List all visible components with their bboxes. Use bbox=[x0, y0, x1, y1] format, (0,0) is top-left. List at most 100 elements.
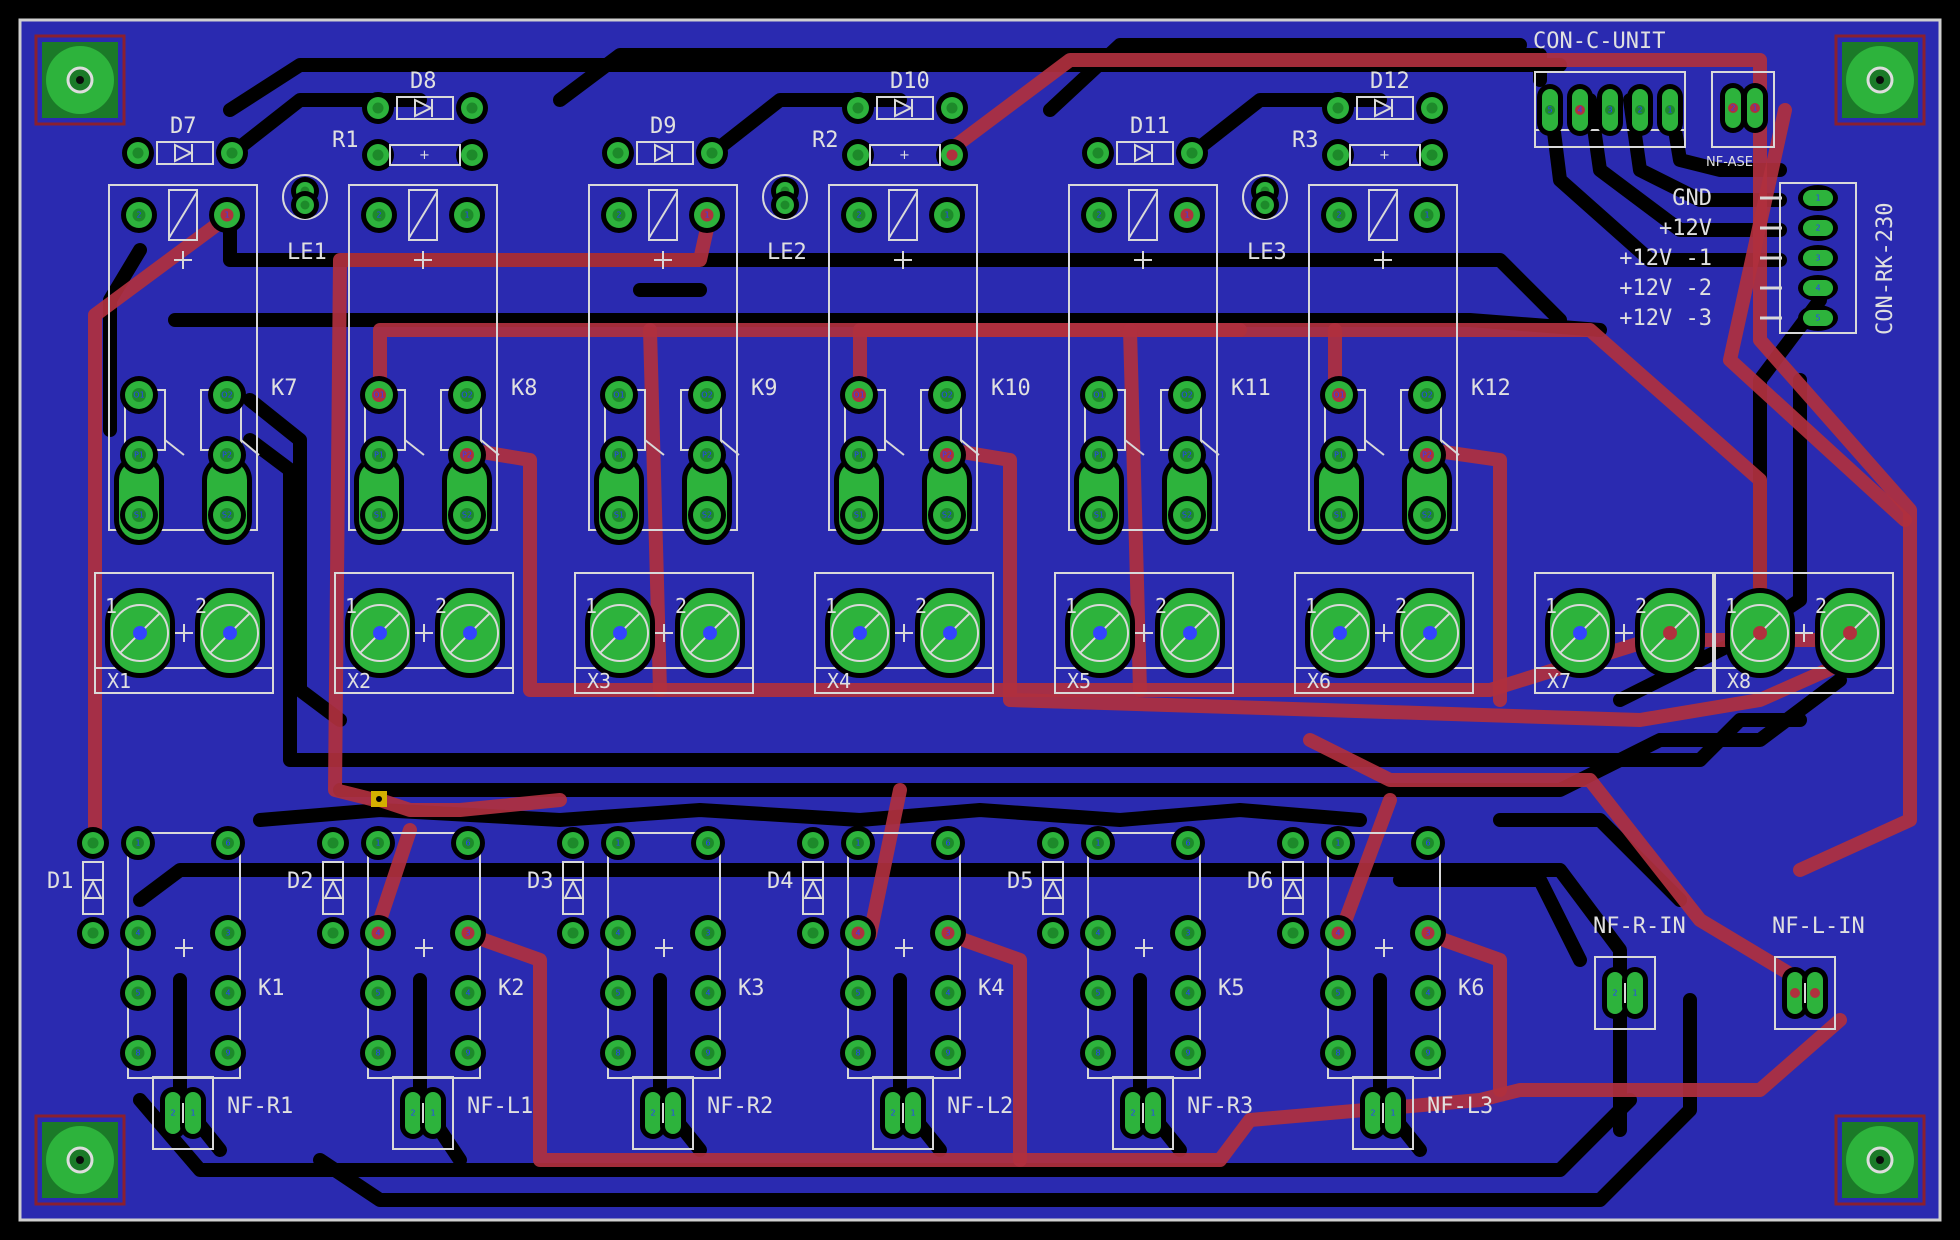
relay-bottom-pin-6-1-label: 6 bbox=[465, 839, 470, 848]
terminal-drill-3-1 bbox=[943, 626, 957, 640]
relay-top-label-0: K7 bbox=[271, 376, 298, 401]
relay-top-coil-pin-1-2-drill bbox=[700, 208, 714, 222]
relay-bottom-pin-1-3-label: 1 bbox=[855, 839, 860, 848]
connector-bottom-3-outline bbox=[872, 1076, 934, 1150]
relay-bottom-pin-1-4-label: 1 bbox=[1095, 839, 1100, 848]
relay-bottom-pin-9-1-drill bbox=[461, 1046, 475, 1060]
connector-bottom-1-pin-a: 2 bbox=[410, 1109, 415, 1118]
relay-bottom-pin-3-2-label: 3 bbox=[705, 929, 710, 938]
diode-top-label-1: D8 bbox=[410, 69, 437, 94]
nf-ase-pin-0: 2 bbox=[1730, 104, 1735, 113]
terminal-screw-6-0 bbox=[1551, 604, 1609, 662]
relay-top-pin-o1-1-label: O1 bbox=[373, 391, 384, 400]
terminal-pin-label-0-0: 1 bbox=[105, 594, 117, 618]
diode-top-pad-a-2-drill bbox=[612, 147, 624, 159]
diode-bottom-label-1: D2 bbox=[287, 869, 314, 894]
terminal-pin-label-1-1: 2 bbox=[435, 594, 447, 618]
terminal-pin-label-2-1: 2 bbox=[675, 594, 687, 618]
terminal-drill-7-0 bbox=[1753, 626, 1767, 640]
relay-top-pin-o2-2-label: O2 bbox=[701, 391, 712, 400]
terminal-outline-1 bbox=[334, 572, 514, 694]
led-label-2: LE3 bbox=[1247, 240, 1287, 265]
con-rk-pad-h-0 bbox=[1803, 190, 1833, 206]
connector-bottom-3-pad-a bbox=[885, 1092, 901, 1134]
relay-bottom-pin-9-3-drill bbox=[941, 1046, 955, 1060]
relay-bottom-pin-4-5-drill bbox=[1331, 926, 1345, 940]
relay-bottom-pin-4b-3-drill bbox=[941, 986, 955, 1000]
relay-bottom-pin-4-4-label: 4 bbox=[1095, 929, 1100, 938]
connector-bottom-4-pin-a: 2 bbox=[1130, 1109, 1135, 1118]
connector-bottom-2-pad-b bbox=[665, 1092, 681, 1134]
relay-top-label-3: K10 bbox=[991, 376, 1031, 401]
diode-top-pad-b-5-drill bbox=[1426, 102, 1438, 114]
terminal-label-7: X8 bbox=[1727, 669, 1751, 693]
led-label-0: LE1 bbox=[287, 240, 327, 265]
connector-bottom-label-0: NF-R1 bbox=[227, 1094, 293, 1119]
con-rk-pin-label-0: GND bbox=[1672, 186, 1712, 211]
relay-top-coil-pin-1-3-drill bbox=[940, 208, 954, 222]
con-c-unit-drill-0 bbox=[1545, 105, 1555, 115]
relay-top-pin-s2-1-drill bbox=[460, 508, 474, 522]
relay-top-coil-pin-1-4-drill bbox=[1180, 208, 1194, 222]
con-c-unit-pin-0: 5 bbox=[1547, 106, 1552, 115]
diode-top-body-2 bbox=[636, 141, 694, 165]
relay-bottom-pin-9-2-drill bbox=[701, 1046, 715, 1060]
connector-bottom-5-outline bbox=[1352, 1076, 1414, 1150]
relay-top-pin-p2-5-drill bbox=[1420, 448, 1434, 462]
relay-top-pin-s2-1-label: S2 bbox=[462, 511, 472, 520]
relay-bottom-pin-8-2-drill bbox=[611, 1046, 625, 1060]
relay-bottom-pin-6-3-drill bbox=[942, 837, 954, 849]
terminal-pin-label-3-1: 2 bbox=[915, 594, 927, 618]
relay-top-pin-s1-5-drill bbox=[1332, 508, 1346, 522]
terminal-drill-6-0 bbox=[1573, 626, 1587, 640]
relay-top-pin-p2-2-drill bbox=[700, 448, 714, 462]
diode-top-pad-b-2-drill bbox=[706, 147, 718, 159]
relay-top-pin-o2-2-drill bbox=[700, 388, 714, 402]
relay-bottom-pin-4b-4-label: 4 bbox=[1185, 989, 1190, 998]
relay-bottom-pin-4b-0-label: 4 bbox=[225, 989, 230, 998]
led-pad-b-2-drill bbox=[1260, 200, 1270, 210]
relay-top-coil-1 bbox=[408, 189, 438, 241]
con-rk-pin-2: 3 bbox=[1815, 254, 1820, 263]
relay-bottom-pin-5-0-label: 5 bbox=[135, 989, 140, 998]
diode-top-label-2: D9 bbox=[650, 114, 677, 139]
terminal-label-1: X2 bbox=[347, 669, 371, 693]
relay-bottom-pin-3-0-drill bbox=[221, 926, 235, 940]
relay-top-switch-r-1 bbox=[480, 439, 500, 456]
diode-top-symbol-2 bbox=[654, 143, 674, 163]
relay-top-coil-diag-4 bbox=[1128, 191, 1158, 239]
relay-top-label-1: K8 bbox=[511, 376, 538, 401]
diode-bottom-pad-b-5-drill bbox=[1287, 927, 1299, 939]
relay-top-pin-s1-4-label: S1 bbox=[1094, 511, 1104, 520]
relay-top-coil-pin-1-0-drill bbox=[220, 208, 234, 222]
terminal-drill-5-0 bbox=[1333, 626, 1347, 640]
terminal-pin-label-7-0: 1 bbox=[1725, 594, 1737, 618]
resistor-plus-1: + bbox=[899, 148, 910, 163]
relay-bottom-pin-8-4-drill bbox=[1091, 1046, 1105, 1060]
relay-bottom-label-4: K5 bbox=[1218, 976, 1245, 1001]
relay-top-pin-s1-2-drill bbox=[612, 508, 626, 522]
resistor-label-0: R1 bbox=[332, 128, 359, 153]
con-rk-pad-h-1 bbox=[1803, 220, 1833, 236]
terminal-outline-0 bbox=[94, 572, 274, 694]
con-rk-pad-h-4 bbox=[1803, 310, 1833, 326]
relay-top-coil-pin-2-1-drill bbox=[372, 208, 386, 222]
relay-bottom-pin-1-0-drill bbox=[132, 837, 144, 849]
con-c-unit-drill-1 bbox=[1575, 105, 1585, 115]
relay-bottom-pin-9-3-label: 9 bbox=[945, 1049, 950, 1058]
nf-ase-outline bbox=[1711, 71, 1775, 148]
diode-bottom-label-5: D6 bbox=[1247, 869, 1274, 894]
diode-top-pad-b-0-drill bbox=[226, 147, 238, 159]
relay-bottom-pin-4-3-drill bbox=[851, 926, 865, 940]
relay-bottom-pin-8-0-label: 8 bbox=[135, 1049, 140, 1058]
terminal-drill-7-1 bbox=[1843, 626, 1857, 640]
relay-bottom-pin-4b-5-label: 4 bbox=[1425, 989, 1430, 998]
relay-top-pin-s1-5-label: S1 bbox=[1334, 511, 1344, 520]
relay-top-pin-o1-0-label: O1 bbox=[133, 391, 144, 400]
connector-bottom-3-pin-b: 1 bbox=[910, 1109, 915, 1118]
con-rk-pin-label-1: +12V bbox=[1659, 216, 1712, 241]
mounting-hole-center-3 bbox=[1876, 1156, 1884, 1164]
diode-top-body-1 bbox=[396, 96, 454, 120]
connector-bottom-label-5: NF-L3 bbox=[1427, 1094, 1493, 1119]
relay-bottom-pin-1-1-label: 1 bbox=[375, 839, 380, 848]
